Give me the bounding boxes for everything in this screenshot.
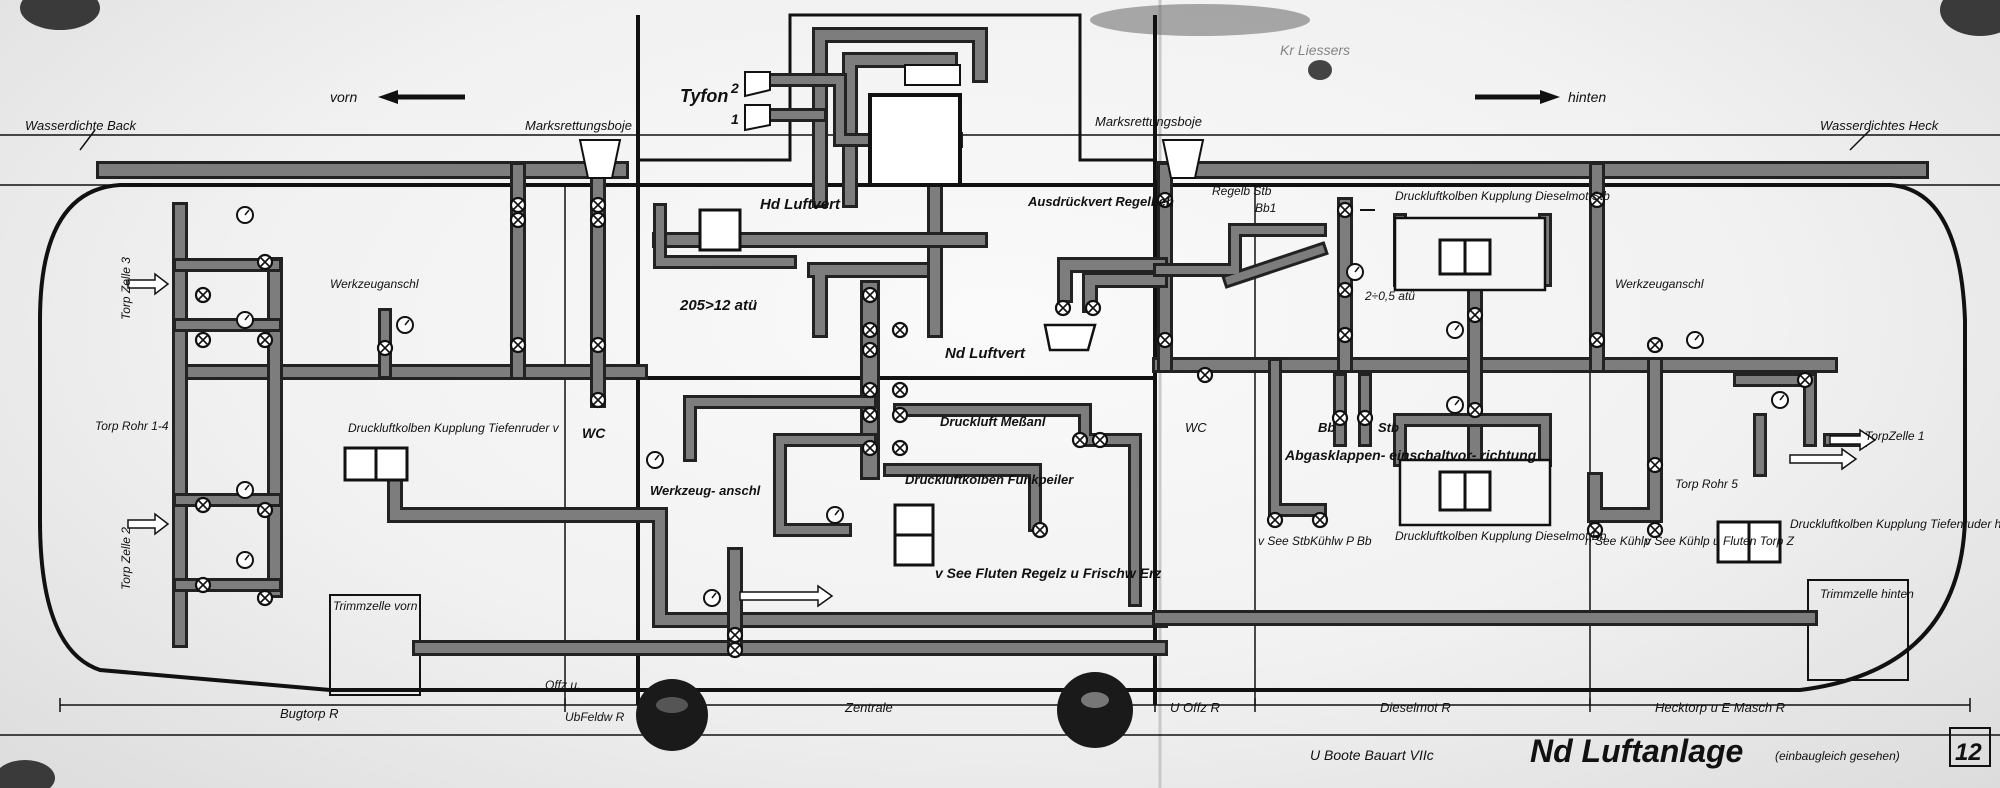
forward-arrow <box>378 90 465 104</box>
kolben-funkpeiler-label: Druckluftkolben Funkpeiler <box>905 472 1074 487</box>
stb-label: Stb <box>1378 420 1399 435</box>
ausdrueckvert-label: Ausdrückvert Regelbeh <box>1027 194 1174 209</box>
boat-type-label: U Boote Bauart VIIc <box>1310 747 1434 763</box>
kupplung-tiefenruder-h-label: Druckluftkolben Kupplung Tiefenruder h <box>1790 517 2000 531</box>
wc-fwd-label: WC <box>582 425 606 441</box>
bb-label: Bb <box>1318 420 1335 435</box>
stern-leader <box>1849 129 1871 151</box>
pin-bottom-left <box>0 760 55 788</box>
tyfon-horns <box>744 71 771 132</box>
pressure-gauges <box>236 206 1789 607</box>
werkzeug-anschl-fwd-label: Werkzeuganschl <box>330 277 419 291</box>
forward-label: vorn <box>330 89 357 105</box>
buoy-fwd-icon <box>578 139 622 179</box>
werkzeug-anschl-aft-label: Werkzeuganschl <box>1615 277 1704 291</box>
section-hecktorp: Hecktorp u E Masch R <box>1655 700 1785 715</box>
conning-tower <box>638 13 1155 162</box>
trimmzelle-hinten-box <box>1807 579 1909 681</box>
ink-stain <box>1090 4 1310 36</box>
outlet-arrows <box>127 209 1877 608</box>
section-bugtorp: Bugtorp R <box>280 706 339 721</box>
vsee-kuehlp-fluten-label: v See Kühlp u Fluten Torp Z <box>1645 534 1795 548</box>
nsee-kuehlp-label: n See Kühlp <box>1585 534 1651 548</box>
torp-zelle-2-label: Torp Zelle 2 <box>119 527 133 590</box>
section-uoffz: U Offz R <box>1170 700 1220 715</box>
pressure-05-label: 2÷0,5 atü <box>1364 289 1415 303</box>
piston-tiefenruder-h <box>1716 520 1782 564</box>
torp-rohr-14-label: Torp Rohr 1-4 <box>95 419 169 433</box>
aft-arrow <box>1475 90 1560 104</box>
kuehlw-p-bb-label: Kühlw P Bb <box>1310 534 1372 548</box>
tyfon-2-label: 2 <box>730 80 739 96</box>
section-ubfeldw: UbFeldw R <box>565 710 625 724</box>
buoy-aft-label: Marksrettungsboje <box>1095 114 1202 129</box>
mounting-knob-right <box>1057 672 1133 748</box>
section-labels: Bugtorp R Offz u. UbFeldw R Zentrale U O… <box>280 678 1785 724</box>
kupplung-tiefenruder-v-label: Druckluftkolben Kupplung Tiefenruder v <box>348 421 560 435</box>
hd-luftvert-label: Hd Luftvert <box>760 196 841 213</box>
tyfon-block <box>904 64 961 86</box>
kupplung-diesel-stb-label: Druckluftkolben Kupplung Dieselmot Stb <box>1395 189 1610 203</box>
bb1-label: Bb1 <box>1255 201 1276 215</box>
title-note: (einbaugleich gesehen) <box>1775 749 1900 763</box>
page-number: 12 <box>1955 739 1982 766</box>
valve-set <box>194 191 1814 659</box>
piston-tiefenruder-v <box>343 446 409 482</box>
tyfon-label: Tyfon <box>680 86 728 106</box>
regelb-label: Regelb Stb <box>1212 184 1272 198</box>
diagram-labels: vorn hinten Wasserdichte Back Wasserdich… <box>25 42 2000 613</box>
torp-rohr-5-label: Torp Rohr 5 <box>1675 477 1738 491</box>
pin-top-right <box>1940 0 2000 36</box>
werkzeug-anschl-z-label: Werkzeug- anschl <box>650 483 761 498</box>
fluten-regelz-label: v See Fluten Regelz u Frischw Erz <box>935 565 1161 581</box>
buoy-fwd-label: Marksrettungsboje <box>525 118 632 133</box>
regelbeh-tank <box>1043 323 1097 352</box>
trimmzelle-hinten-label: Trimmzelle hinten <box>1820 587 1914 601</box>
torp-zelle-1-label: TorpZelle 1 <box>1865 429 1925 443</box>
hd-luftvert-block <box>698 208 742 252</box>
mounting-knob-left <box>636 679 708 751</box>
hd-pressure-label: 205>12 atü <box>679 297 757 314</box>
tyfon-valve-box <box>868 93 962 187</box>
bow-label: Wasserdichte Back <box>25 118 138 133</box>
wc-aft-label: WC <box>1185 420 1207 435</box>
pin-top-left <box>20 0 100 30</box>
torp-zelle-3-label: Torp Zelle 3 <box>119 257 133 320</box>
hull-outline <box>38 183 1967 692</box>
aft-label: hinten <box>1568 89 1606 105</box>
stern-label: Wasserdichtes Heck <box>1820 118 1940 133</box>
piston-funkpeiler <box>893 503 935 567</box>
section-zentrale: Zentrale <box>844 700 893 715</box>
section-dieselmot: Dieselmot R <box>1380 700 1451 715</box>
druckluft-messanl-label: Druckluft Meßanl <box>940 414 1046 429</box>
bow-leader <box>79 129 96 151</box>
kupplung-diesel-bb-label: Druckluftkolben Kupplung Dieselmot Bb <box>1395 529 1607 543</box>
abgasklappen-label: Abgasklappen- einschaltvor- richtung <box>1284 447 1537 463</box>
trimmzelle-vorn-label: Trimmzelle vorn <box>333 599 418 613</box>
piston-diesel-bb <box>1398 458 1552 527</box>
page-number-box <box>1949 727 1991 767</box>
piston-diesel-stb <box>1393 216 1547 292</box>
handwriting: Kr Liessers <box>1280 42 1350 58</box>
vsee-stb-label: v See Stb <box>1258 534 1310 548</box>
nd-luftvert-label: Nd Luftvert <box>945 345 1026 362</box>
section-dimension-line <box>59 698 1971 712</box>
section-offz: Offz u. <box>545 678 580 692</box>
diagram-title: Nd Luftanlage <box>1530 733 1743 769</box>
tyfon-1-label: 1 <box>731 111 739 127</box>
buoy-aft-icon <box>1161 139 1205 179</box>
ink-stain-2 <box>1308 60 1332 80</box>
